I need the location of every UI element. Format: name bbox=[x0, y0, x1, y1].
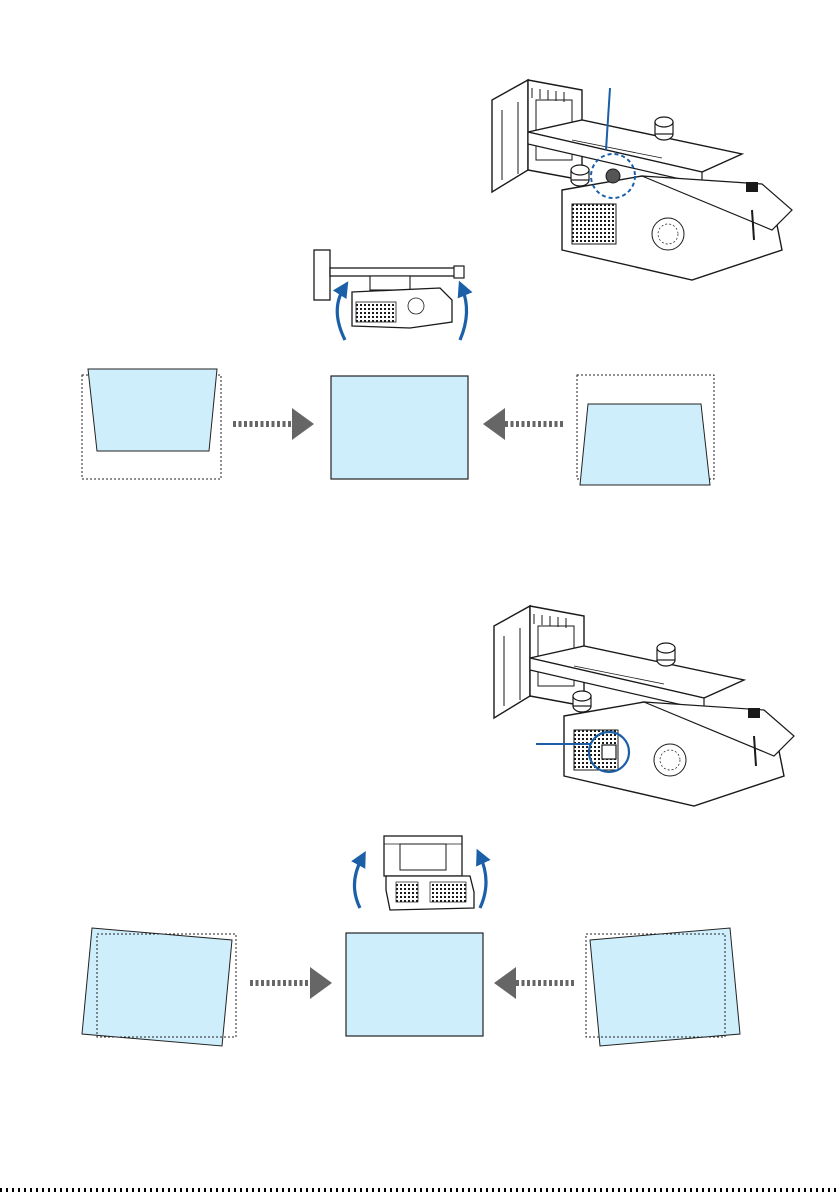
screen-before-left bbox=[82, 928, 236, 1046]
rotate-arrow-left-icon bbox=[337, 288, 345, 340]
dashed-arrow-left-icon bbox=[483, 408, 564, 440]
screen-result bbox=[331, 376, 468, 479]
screen-before-right bbox=[586, 928, 740, 1046]
screen-before-right bbox=[577, 375, 714, 485]
rotate-arrow-right-icon bbox=[460, 288, 467, 340]
wall-mount-unit-icon bbox=[494, 606, 794, 806]
tilt-screw-icon bbox=[602, 745, 616, 759]
screen-result bbox=[346, 933, 483, 1036]
section-tilt-adjustment bbox=[82, 606, 794, 1046]
dashed-arrow-right-icon bbox=[233, 408, 314, 440]
dashed-arrow-right-icon bbox=[250, 967, 332, 999]
screen-before-left bbox=[82, 369, 221, 479]
rotate-arrow-left-icon bbox=[354, 858, 362, 908]
page-bottom-edge bbox=[0, 1188, 840, 1192]
adjust-screw-icon bbox=[606, 169, 620, 183]
wall-mount-unit-icon bbox=[492, 80, 792, 280]
section-vertical-adjustment bbox=[82, 80, 792, 485]
top-view-projector-icon bbox=[384, 836, 474, 910]
rotate-arrow-right-icon bbox=[480, 856, 486, 908]
dashed-arrow-left-icon bbox=[494, 967, 576, 999]
